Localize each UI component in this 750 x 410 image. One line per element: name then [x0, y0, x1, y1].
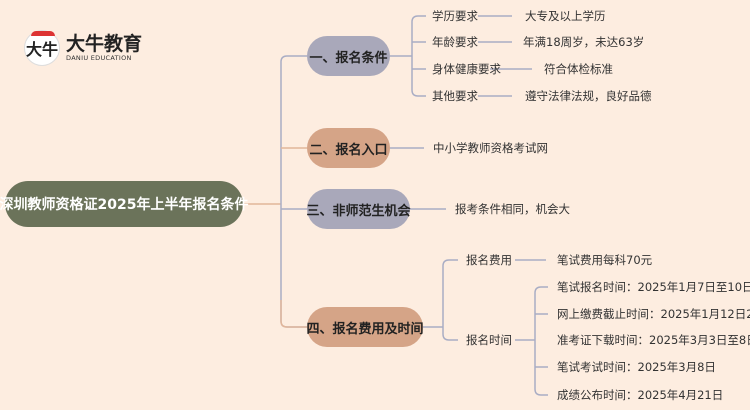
logo-name: 大牛教育 [66, 33, 143, 55]
leaf-value: 中小学教师资格考试网 [433, 141, 548, 155]
branch-non-normal-students: 三、非师范生机会 [307, 189, 411, 229]
leaf-value: 报考条件相同，机会大 [455, 202, 570, 216]
leaf-value: 大专及以上学历 [525, 9, 606, 23]
leaf-value: 准考证下载时间：2025年3月3日至8日 [557, 333, 750, 347]
leaf-value: 成绩公布时间：2025年4月21日 [557, 388, 724, 402]
leaf-value: 遵守法律法规，良好品德 [525, 89, 652, 103]
leaf-value: 笔试考试时间：2025年3月8日 [557, 360, 716, 374]
leaf-value: 年满18周岁，未达63岁 [523, 35, 645, 49]
leaf-value: 网上缴费截止时间：2025年1月12日24:00 [557, 307, 750, 321]
leaf-label: 学历要求 [432, 9, 478, 23]
root-node: 深圳教师资格证2025年上半年报名条件 [0, 181, 248, 227]
leaf-label: 报名费用 [466, 253, 512, 267]
leaf-value: 笔试报名时间：2025年1月7日至10日 [557, 280, 750, 294]
leaf-label: 身体健康要求 [432, 62, 501, 76]
leaf-label: 报名时间 [466, 333, 512, 347]
branch-fee-and-time: 四、报名费用及时间 [307, 307, 424, 347]
logo: 大牛 大牛教育 DANIU EDUCATION [24, 30, 142, 66]
leaf-value: 符合体检标准 [544, 62, 613, 76]
leaf-label: 其他要求 [432, 89, 478, 103]
branch-registration-entry: 二、报名入口 [307, 128, 390, 168]
leaf-value: 笔试费用每科70元 [557, 253, 653, 267]
logo-subtitle: DANIU EDUCATION [66, 54, 132, 62]
branch-registration-conditions: 一、报名条件 [307, 36, 390, 76]
leaf-label: 年龄要求 [432, 35, 478, 49]
logo-mark-icon: 大牛 [24, 30, 60, 66]
